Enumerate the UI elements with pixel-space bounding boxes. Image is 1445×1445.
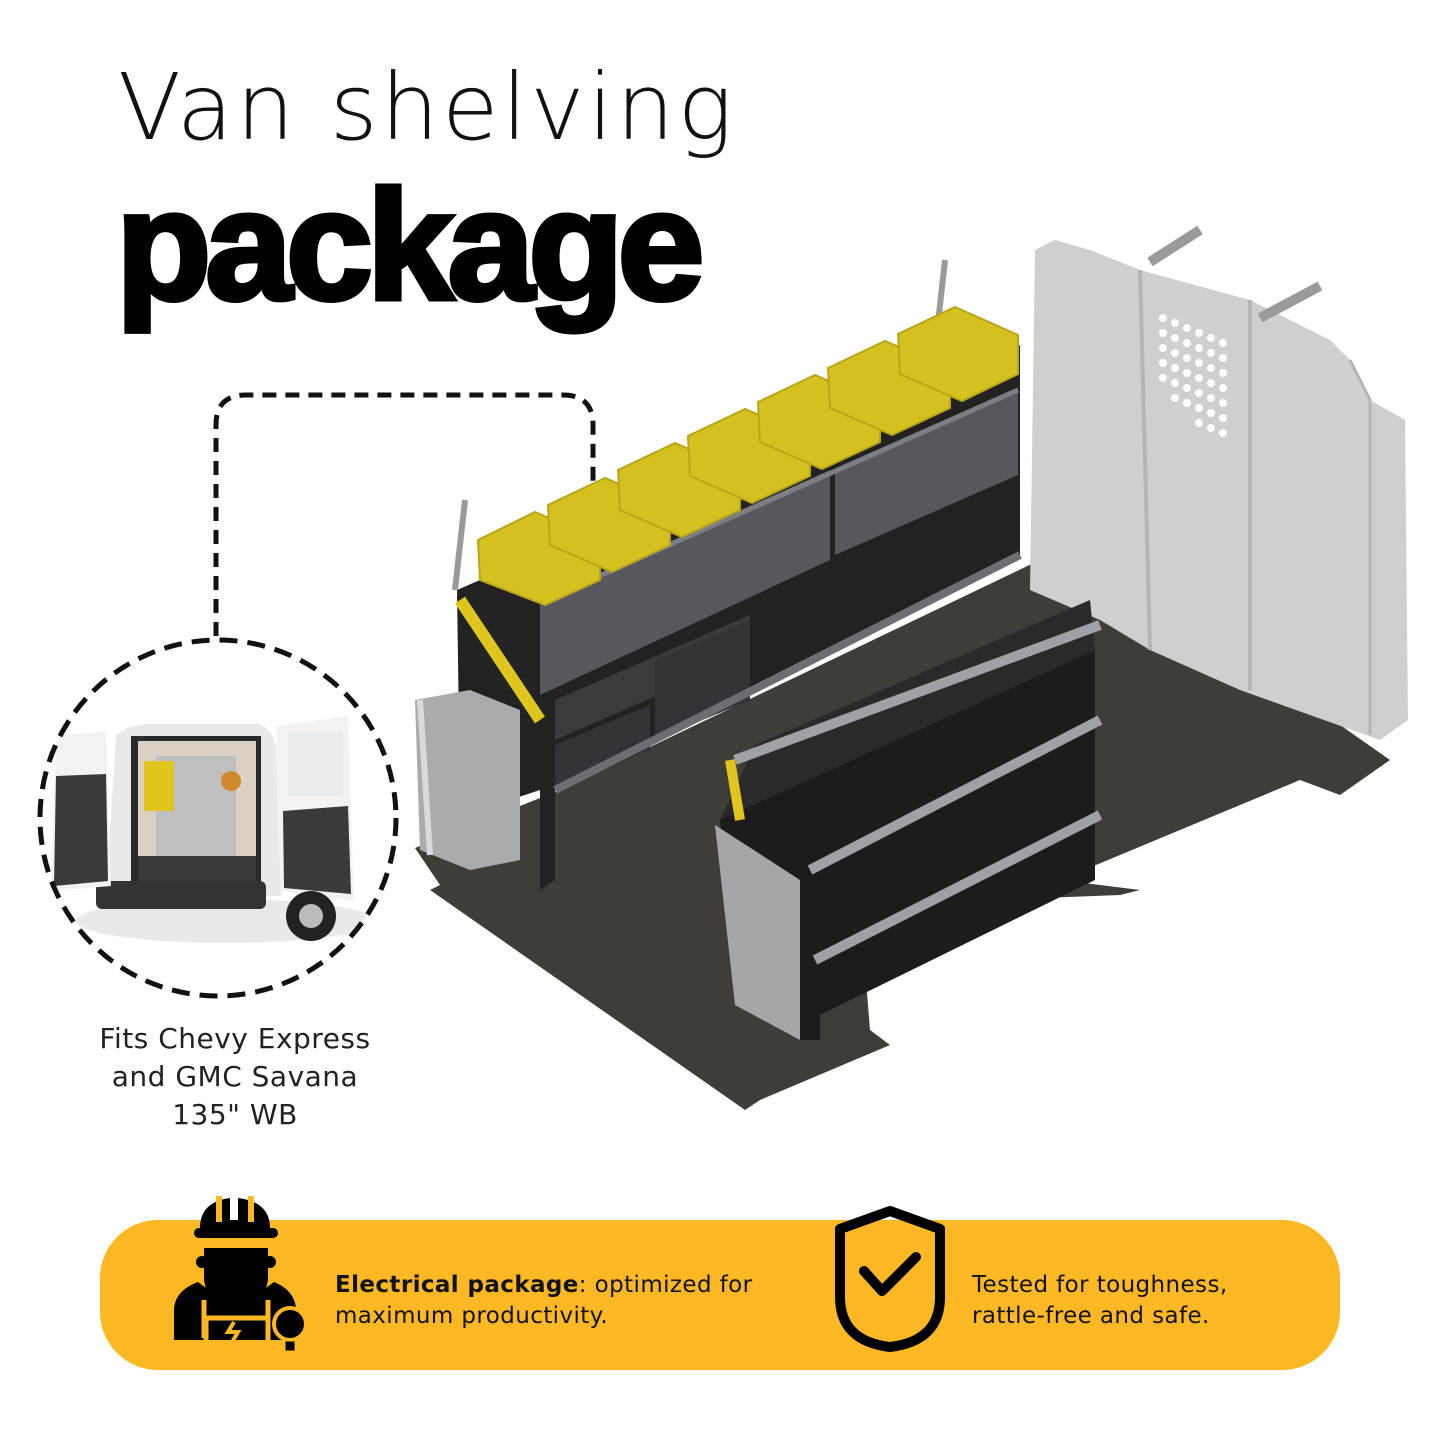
electrician-worker-icon bbox=[174, 1196, 308, 1354]
van-rear-photo bbox=[40, 640, 396, 996]
fitment-caption: Fits Chevy Express and GMC Savana 135" W… bbox=[40, 1020, 430, 1134]
title-line-2: package bbox=[113, 159, 706, 333]
caption-line-3: 135" WB bbox=[172, 1098, 298, 1131]
feature-electrical-desc: : optimized for maximum productivity. bbox=[335, 1272, 753, 1329]
feature-tested: Tested for toughness, rattle-free and sa… bbox=[972, 1270, 1302, 1332]
yellow-bins bbox=[476, 305, 1019, 607]
bulkhead-partition bbox=[1030, 240, 1408, 740]
title-line-1: Van shelving bbox=[118, 54, 736, 161]
feature-tested-line-2: rattle-free and safe. bbox=[972, 1303, 1210, 1329]
feature-electrical-title: Electrical package bbox=[335, 1272, 579, 1298]
features-banner bbox=[100, 1220, 1340, 1370]
shield-check-icon bbox=[835, 1206, 945, 1352]
inset-photo-circle bbox=[37, 637, 399, 999]
caption-line-2: and GMC Savana bbox=[111, 1060, 359, 1093]
caption-line-1: Fits Chevy Express bbox=[99, 1022, 371, 1055]
feature-tested-line-1: Tested for toughness, bbox=[972, 1272, 1228, 1298]
left-bin-cabinet bbox=[415, 690, 520, 870]
front-shelving-unit bbox=[715, 600, 1103, 1040]
vent-holes bbox=[1159, 314, 1227, 437]
rear-shelving-unit bbox=[452, 259, 1022, 890]
feature-electrical: Electrical package: optimized for maximu… bbox=[335, 1270, 755, 1332]
